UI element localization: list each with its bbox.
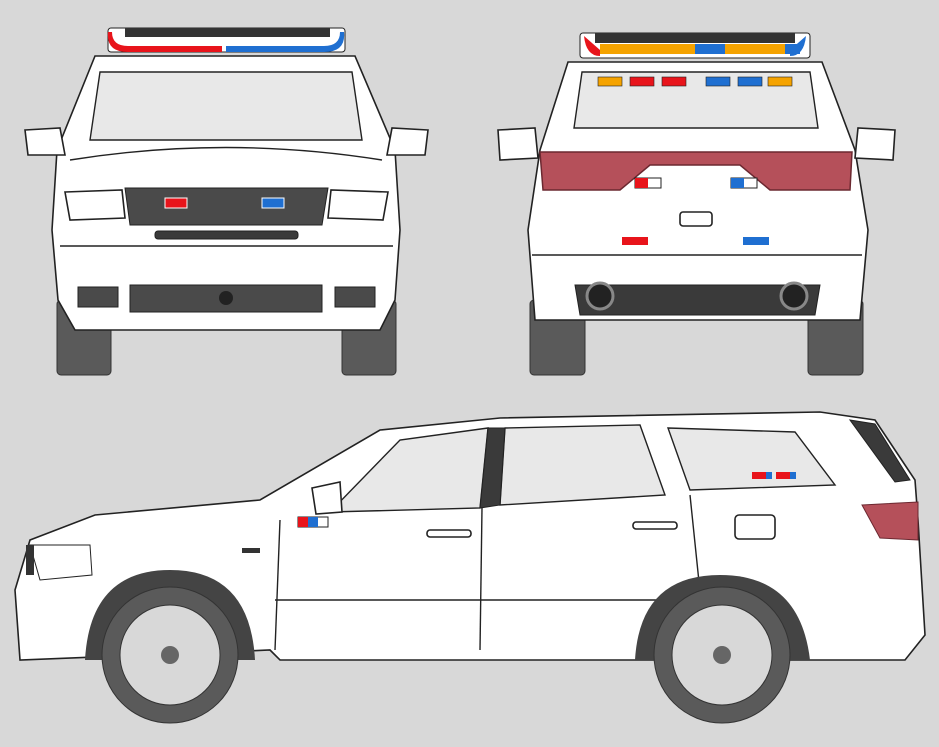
- right-exhaust: [779, 281, 809, 311]
- side-tail-light: [861, 501, 919, 541]
- left-mirror: [24, 127, 66, 156]
- rear-door-window: [499, 424, 666, 506]
- rear-view: [497, 32, 896, 376]
- right-mirror: [386, 127, 429, 156]
- side-view: [14, 411, 926, 724]
- fuel-door: [734, 514, 776, 540]
- rear-bumper-light-red: [622, 237, 648, 245]
- rear-lightbar: [579, 32, 811, 59]
- front-grille: [124, 187, 329, 226]
- front-grille-light-red: [164, 197, 188, 209]
- front-wheel: [101, 586, 239, 724]
- windshield: [89, 71, 363, 141]
- rear-door-handle[interactable]: [632, 521, 678, 530]
- left-exhaust: [585, 281, 615, 311]
- front-door-handle[interactable]: [426, 529, 472, 538]
- rear-bumper-light-blue: [743, 237, 769, 245]
- rear-wheel: [653, 586, 791, 724]
- rear-window-lights: [597, 76, 793, 87]
- front-grille-light-blue: [261, 197, 285, 209]
- rear-right-mirror: [854, 127, 896, 161]
- side-badge: [242, 548, 260, 553]
- tail-light-bar: [539, 151, 853, 191]
- rear-left-mirror: [497, 127, 539, 161]
- front-view: [24, 27, 429, 376]
- side-mirror: [311, 481, 343, 515]
- front-lightbar: [107, 27, 346, 53]
